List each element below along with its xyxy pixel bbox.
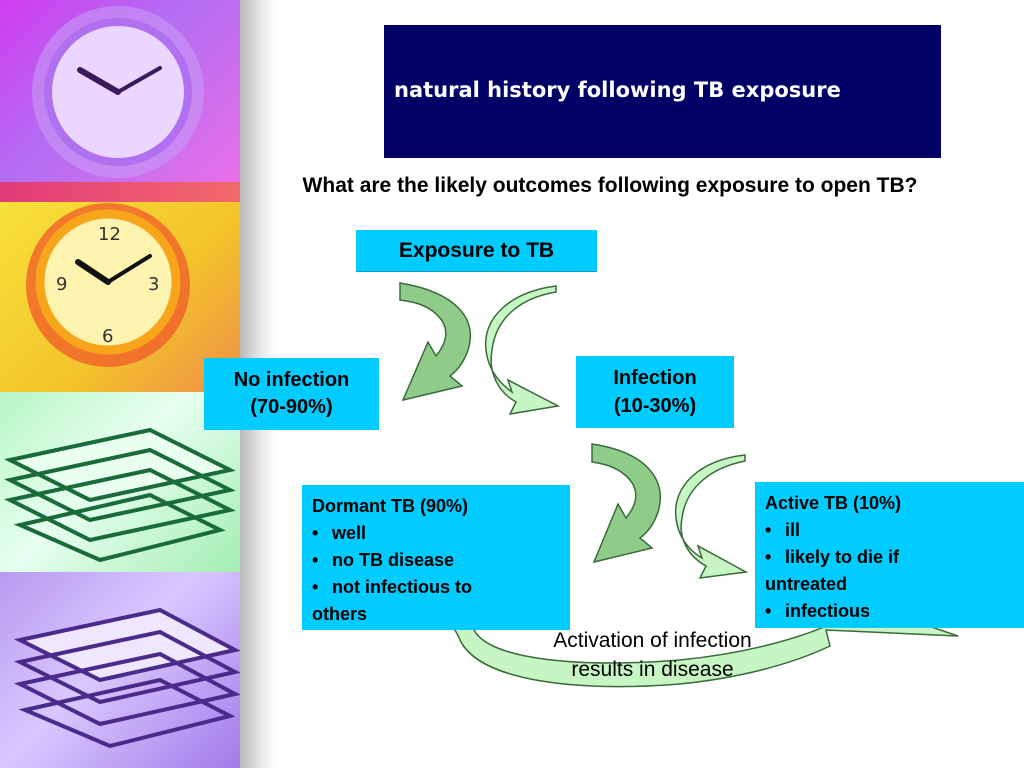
- title-banner: [384, 25, 941, 158]
- node-infection-pct: (10-30%): [613, 395, 697, 417]
- strip-illustrations: 12 3 6 9: [4, 6, 240, 749]
- svg-text:12: 12: [98, 224, 121, 245]
- question-text: What are the likely outcomes following e…: [302, 174, 918, 197]
- arrow-to-dormant: [591, 443, 662, 564]
- books-icon: [4, 427, 236, 563]
- node-exposure: Exposure to TB: [356, 230, 597, 272]
- node-active-heading: Active TB (10%): [765, 493, 902, 513]
- clock-icon: [32, 6, 204, 178]
- node-dormant-heading: Dormant TB (90%): [312, 496, 469, 516]
- node-no-infection-pct: (70-90%): [250, 396, 333, 418]
- node-no-infection: No infection (70-90%): [204, 358, 379, 430]
- arrow-to-no-infection: [399, 282, 472, 402]
- activation-note-line2: results in disease: [571, 658, 734, 681]
- list-item: •no TB disease: [312, 550, 455, 570]
- color-band: [0, 182, 240, 202]
- list-item: •well: [312, 523, 367, 543]
- clock-icon: 12 3 6 9: [26, 203, 190, 367]
- list-item-continuation: untreated: [765, 574, 848, 594]
- node-dormant: Dormant TB (90%) •well •no TB disease •n…: [302, 485, 570, 630]
- svg-text:6: 6: [102, 326, 113, 347]
- list-item: •likely to die if: [765, 547, 900, 567]
- decorative-strip: 12 3 6 9: [0, 0, 240, 768]
- arrow-to-active: [674, 454, 749, 579]
- list-item-continuation: others: [312, 604, 368, 624]
- list-item: •ill: [765, 520, 801, 540]
- svg-text:3: 3: [148, 274, 159, 295]
- activation-note-line1: Activation of infection: [553, 629, 752, 652]
- list-item: •infectious: [765, 601, 871, 621]
- activation-note: Activation of infection results in disea…: [520, 626, 785, 684]
- svg-text:9: 9: [56, 274, 67, 295]
- node-infection-label: Infection: [613, 367, 697, 389]
- slide-title: natural history following TB exposure: [394, 78, 841, 102]
- node-infection: Infection (10-30%): [576, 356, 734, 428]
- node-no-infection-label: No infection: [233, 369, 350, 391]
- list-item: •not infectious to: [312, 577, 472, 597]
- node-active: Active TB (10%) •ill •likely to die if u…: [755, 482, 1024, 628]
- arrow-to-infection: [484, 285, 561, 415]
- books-icon: [14, 607, 240, 749]
